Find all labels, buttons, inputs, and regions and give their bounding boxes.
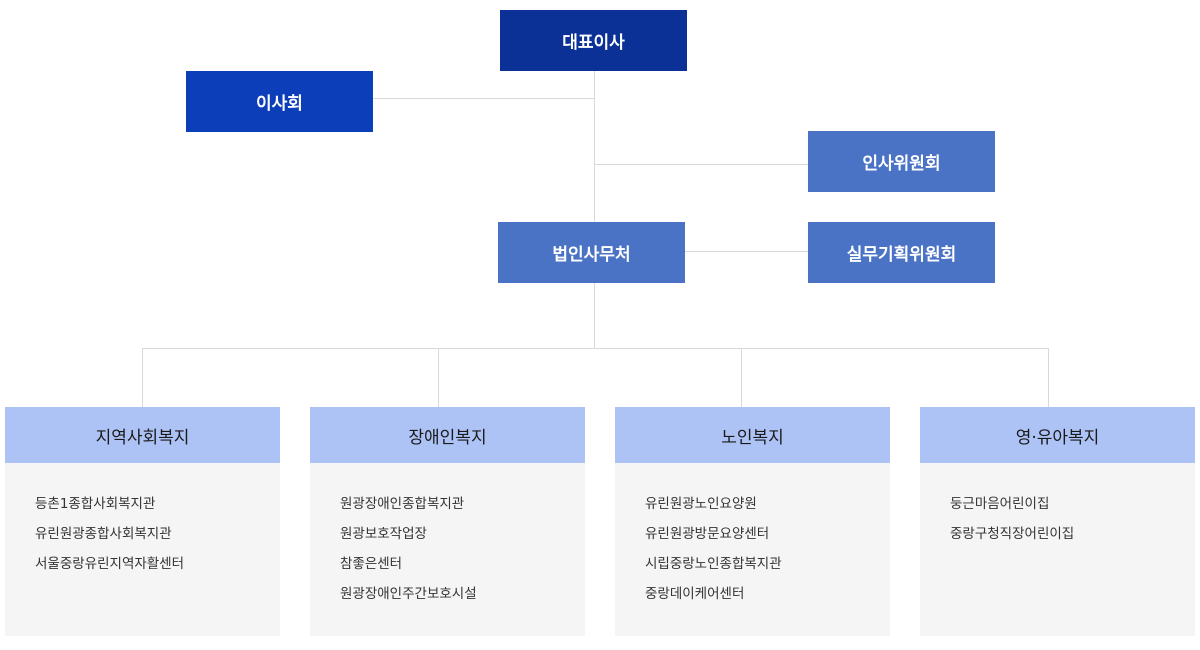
facility-item: 참좋은센터 xyxy=(340,556,403,572)
facility-item: 원광장애인종합복지관 xyxy=(340,496,465,512)
connector-hr-committee xyxy=(594,164,808,165)
connector-ceo-trunk xyxy=(594,70,595,348)
division-facility-list: 원광장애인종합복지관 원광보호작업장 참좋은센터 원광장애인주간보호시설 xyxy=(310,463,585,636)
division-title: 장애인복지 xyxy=(310,407,585,463)
facility-item: 중랑데이케어센터 xyxy=(645,586,745,602)
facility-item: 등촌1종합사회복지관 xyxy=(35,496,156,512)
facility-item: 원광보호작업장 xyxy=(340,526,427,542)
connector-division-4 xyxy=(1048,348,1049,407)
connector-division-2 xyxy=(438,348,439,407)
division-title: 노인복지 xyxy=(615,407,890,463)
board-box: 이사회 xyxy=(186,71,373,132)
connector-division-bus xyxy=(142,348,1049,349)
facility-item: 둥근마음어린이집 xyxy=(950,496,1050,512)
division-panel-community: 지역사회복지 등촌1종합사회복지관 유린원광종합사회복지관 서울중랑유린지역자활… xyxy=(5,407,280,636)
facility-item: 유린원광노인요양원 xyxy=(645,496,757,512)
connector-board xyxy=(373,98,595,99)
division-title: 영·유아복지 xyxy=(920,407,1195,463)
facility-item: 유린원광종합사회복지관 xyxy=(35,526,172,542)
division-panel-childcare: 영·유아복지 둥근마음어린이집 중랑구청직장어린이집 xyxy=(920,407,1195,636)
connector-planning-committee xyxy=(685,251,808,252)
connector-division-3 xyxy=(741,348,742,407)
facility-item: 원광장애인주간보호시설 xyxy=(340,586,477,602)
division-facility-list: 유린원광노인요양원 유린원광방문요양센터 시립중랑노인종합복지관 중랑데이케어센… xyxy=(615,463,890,636)
connector-division-1 xyxy=(142,348,143,407)
division-facility-list: 둥근마음어린이집 중랑구청직장어린이집 xyxy=(920,463,1195,636)
facility-item: 서울중랑유린지역자활센터 xyxy=(35,556,185,572)
division-panel-disability: 장애인복지 원광장애인종합복지관 원광보호작업장 참좋은센터 원광장애인주간보호… xyxy=(310,407,585,636)
facility-item: 유린원광방문요양센터 xyxy=(645,526,770,542)
division-title: 지역사회복지 xyxy=(5,407,280,463)
office-box: 법인사무처 xyxy=(498,222,685,283)
division-panel-elderly: 노인복지 유린원광노인요양원 유린원광방문요양센터 시립중랑노인종합복지관 중랑… xyxy=(615,407,890,636)
planning-committee-box: 실무기획위원회 xyxy=(808,222,995,283)
division-facility-list: 등촌1종합사회복지관 유린원광종합사회복지관 서울중랑유린지역자활센터 xyxy=(5,463,280,636)
hr-committee-box: 인사위원회 xyxy=(808,131,995,192)
facility-item: 중랑구청직장어린이집 xyxy=(950,526,1075,542)
ceo-box: 대표이사 xyxy=(500,10,687,71)
facility-item: 시립중랑노인종합복지관 xyxy=(645,556,782,572)
